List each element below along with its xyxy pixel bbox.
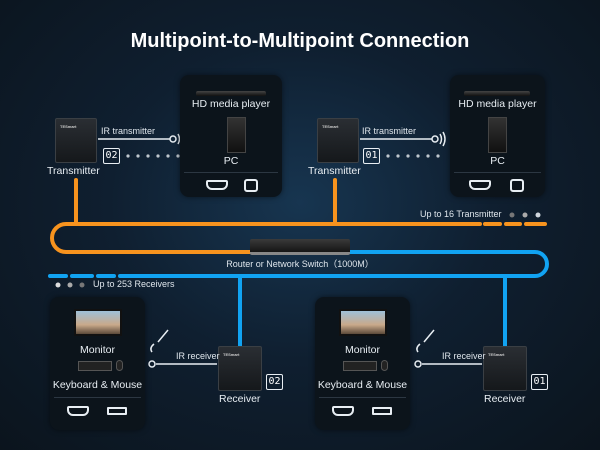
mouse-icon bbox=[116, 360, 123, 371]
divider bbox=[319, 397, 406, 398]
transmitter-number-2: 01 bbox=[363, 148, 380, 164]
media-player-label: HD media player bbox=[458, 98, 537, 110]
receiver-label-1: Receiver bbox=[219, 393, 261, 405]
pc-label: PC bbox=[490, 155, 505, 167]
ir-transmitter-label-1: IR transmitter bbox=[101, 126, 156, 136]
transmitter-device-2: TESmart bbox=[317, 118, 359, 163]
sink-card-1: Monitor Keyboard & Mouse bbox=[50, 297, 145, 430]
rx-bus bbox=[118, 250, 549, 278]
ir-receiver-label-2: IR receiver bbox=[442, 351, 486, 361]
usb-b-icon bbox=[244, 179, 258, 192]
keyboard-icon bbox=[343, 361, 377, 371]
sink-card-2: Monitor Keyboard & Mouse bbox=[315, 297, 410, 430]
hdmi-icon bbox=[469, 180, 491, 190]
rx-capacity-dots bbox=[55, 282, 85, 288]
tx-capacity-label: Up to 16 Transmitter bbox=[420, 209, 502, 219]
usb-b-icon bbox=[510, 179, 524, 192]
tx-bus bbox=[50, 222, 482, 254]
hdmi-icon bbox=[332, 406, 354, 416]
hdmi-icon bbox=[67, 406, 89, 416]
receiver-label-2: Receiver bbox=[484, 393, 526, 405]
rx-capacity-label: Up to 253 Receivers bbox=[93, 279, 175, 289]
ir-receiver-label-1: IR receiver bbox=[176, 351, 220, 361]
media-player-icon bbox=[464, 91, 530, 96]
pc-label: PC bbox=[223, 155, 239, 167]
receiver-device-2: TESmart bbox=[483, 346, 527, 391]
monitor-label: Monitor bbox=[344, 344, 380, 356]
source-card-2: HD media player PC bbox=[450, 75, 545, 197]
hdmi-icon bbox=[206, 180, 228, 190]
tx-capacity-dots bbox=[509, 212, 541, 218]
monitor-icon bbox=[339, 309, 387, 336]
transmitter-device-1: TESmart bbox=[55, 118, 97, 163]
dotted-links bbox=[126, 154, 440, 158]
receiver-number-2: 01 bbox=[531, 374, 548, 390]
source-card-1: HD media player PC bbox=[180, 75, 282, 197]
mouse-icon bbox=[381, 360, 388, 371]
switch-label: Router or Network Switch（1000M） bbox=[226, 259, 374, 269]
input-label: Keyboard & Mouse bbox=[52, 379, 143, 391]
receiver-device-1: TESmart bbox=[218, 346, 262, 391]
pc-icon bbox=[227, 117, 246, 153]
transmitter-label-2: Transmitter bbox=[308, 165, 361, 177]
network-switch-icon bbox=[250, 239, 350, 255]
transmitter-number-1: 02 bbox=[103, 148, 120, 164]
ir-transmitter-label-2: IR transmitter bbox=[362, 126, 417, 136]
media-player-icon bbox=[196, 91, 266, 96]
transmitter-label-1: Transmitter bbox=[47, 165, 100, 177]
usb-a-icon bbox=[372, 407, 392, 415]
usb-a-icon bbox=[107, 407, 127, 415]
divider bbox=[54, 397, 141, 398]
input-label: Keyboard & Mouse bbox=[317, 379, 408, 391]
divider bbox=[454, 172, 541, 173]
monitor-icon bbox=[74, 309, 122, 336]
keyboard-icon bbox=[78, 361, 112, 371]
pc-icon bbox=[488, 117, 507, 153]
monitor-label: Monitor bbox=[79, 344, 115, 356]
page-title: Multipoint-to-Multipoint Connection bbox=[130, 30, 470, 52]
divider bbox=[184, 172, 278, 173]
receiver-number-1: 02 bbox=[266, 374, 283, 390]
media-player-label: HD media player bbox=[191, 98, 271, 110]
